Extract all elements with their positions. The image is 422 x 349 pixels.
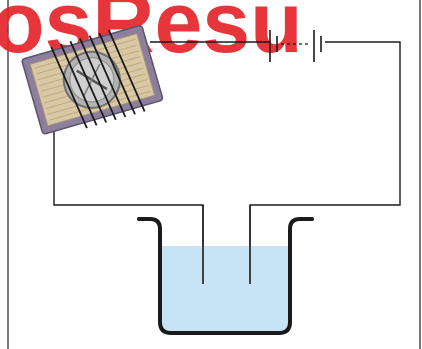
compass-box-icon <box>21 24 164 135</box>
liquid <box>160 246 290 333</box>
beaker <box>137 217 314 335</box>
coil-windings <box>50 29 146 129</box>
battery-icon <box>269 30 322 62</box>
compass-needle-cross <box>83 63 101 97</box>
beaker-wall <box>137 217 314 335</box>
